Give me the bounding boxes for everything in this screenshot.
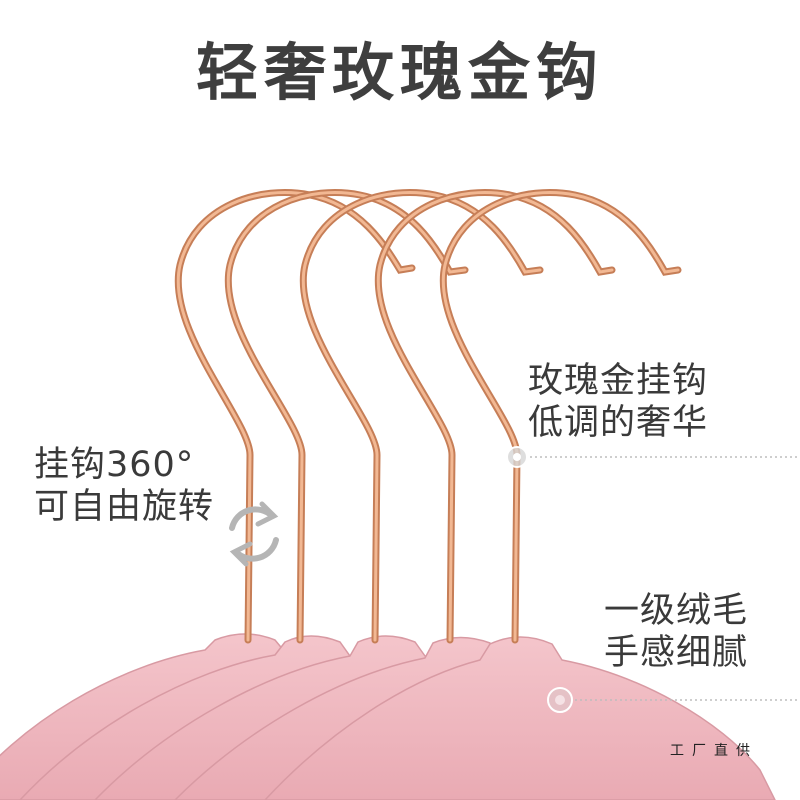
rose-gold-hooks — [174, 189, 682, 644]
hook-5 — [439, 189, 682, 644]
rotate-line1: 挂钩360° — [34, 445, 195, 485]
velvet-callout — [547, 687, 800, 713]
hook-3 — [299, 189, 544, 644]
rotate-line2: 可自由旋转 — [34, 487, 215, 527]
rose-gold-callout — [506, 446, 800, 468]
rose-gold-line1: 玫瑰金挂钩 — [528, 361, 709, 401]
velvet-line1: 一级绒毛 — [604, 591, 749, 631]
rotate-arrows-icon — [229, 501, 279, 567]
rotate-feature-caption: 挂钩360° 可自由旋转 — [34, 444, 214, 528]
rose-gold-feature-caption: 玫瑰金挂钩 低调的奢华 — [528, 360, 708, 444]
hook-4 — [374, 189, 616, 644]
rose-gold-line2: 低调的奢华 — [528, 403, 709, 443]
factory-direct-tag: 工厂直供 — [670, 743, 758, 759]
hook-1 — [174, 189, 416, 644]
velvet-line2: 手感细腻 — [604, 633, 749, 673]
hook-2 — [224, 189, 469, 644]
hanger-body-5 — [263, 636, 776, 800]
velvet-feature-caption: 一级绒毛 手感细腻 — [604, 590, 748, 674]
page-title: 轻奢玫瑰金钩 — [195, 36, 604, 109]
velvet-hanger-bodies — [0, 633, 776, 800]
